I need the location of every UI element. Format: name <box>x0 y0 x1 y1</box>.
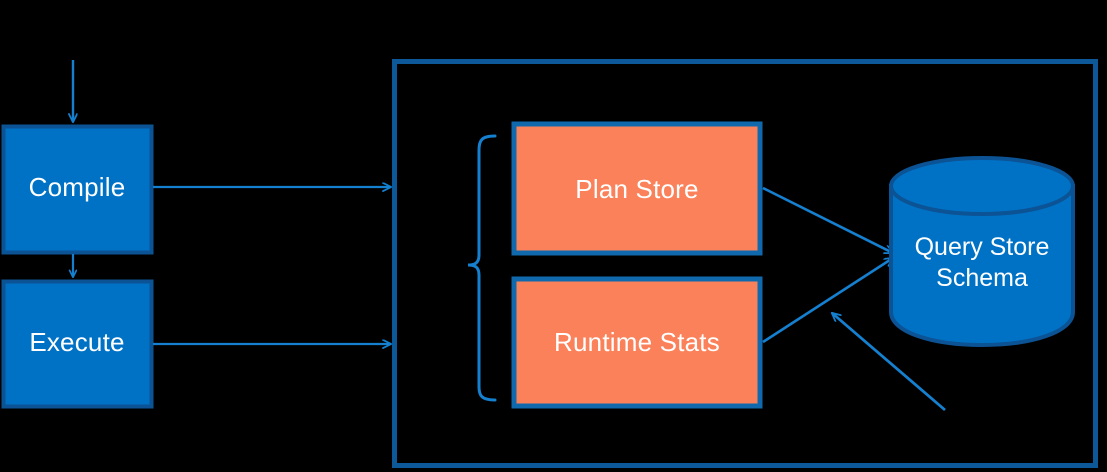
group-brace <box>467 134 497 402</box>
connector-external-to-schema <box>832 311 946 412</box>
runtime-stats-box[interactable] <box>511 276 763 409</box>
query-store-schema-cylinder[interactable] <box>889 156 1075 348</box>
connector-plan-store-to-schema <box>762 186 893 255</box>
compile-box[interactable] <box>1 124 154 255</box>
connector-runtime-stats-to-schema <box>762 256 893 344</box>
query-store-container <box>392 59 1098 468</box>
plan-store-box[interactable] <box>511 121 763 256</box>
execute-box[interactable] <box>1 279 154 409</box>
